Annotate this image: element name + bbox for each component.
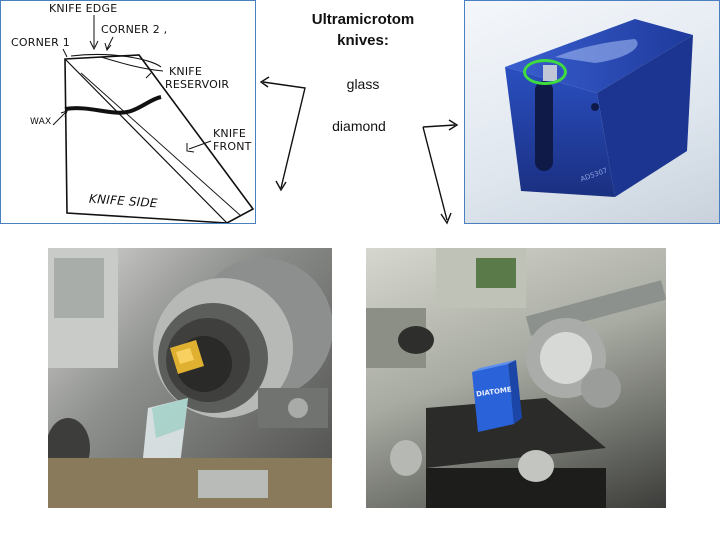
- diamond-knife-illustration: [505, 19, 693, 197]
- wax-label: WAX: [30, 117, 52, 127]
- glass-knife-sketch: [52, 15, 255, 223]
- glass-label: glass: [346, 76, 380, 92]
- glass-knife-diagram: KNIFE EDGE CORNER 1 CORNER 2 , KNIFE RES…: [0, 0, 256, 224]
- arrow-head-icon: [259, 76, 270, 88]
- highlight-ring: [523, 59, 567, 85]
- glass-knife-microtome-photo: [48, 248, 332, 508]
- diamond-knife-photo: AD5307: [464, 0, 720, 224]
- knife-reservoir-label-1: KNIFE: [169, 65, 202, 78]
- microtome-diamond-scene: [366, 248, 666, 508]
- arrow-head-icon: [448, 119, 459, 131]
- corner1-label: CORNER 1: [11, 36, 70, 49]
- corner2-label: CORNER 2 ,: [101, 23, 168, 36]
- diamond-knife-microtome-photo: DIATOME: [366, 248, 666, 508]
- title-line-2: knives:: [337, 32, 389, 49]
- knife-reservoir-label-2: RESERVOIR: [165, 78, 230, 91]
- knife-front-label-1: KNIFE: [213, 127, 246, 140]
- arrow-head-icon: [440, 212, 452, 225]
- diamond-label: diamond: [332, 118, 386, 134]
- knife-front-label-2: FRONT: [213, 140, 252, 153]
- knife-edge-label: KNIFE EDGE: [49, 2, 118, 15]
- connector-arrows: [259, 76, 459, 225]
- title-line-1: Ultramicrotom: [311, 11, 415, 28]
- microtome-glass-scene: [48, 248, 332, 508]
- arrow-head-icon: [275, 180, 287, 192]
